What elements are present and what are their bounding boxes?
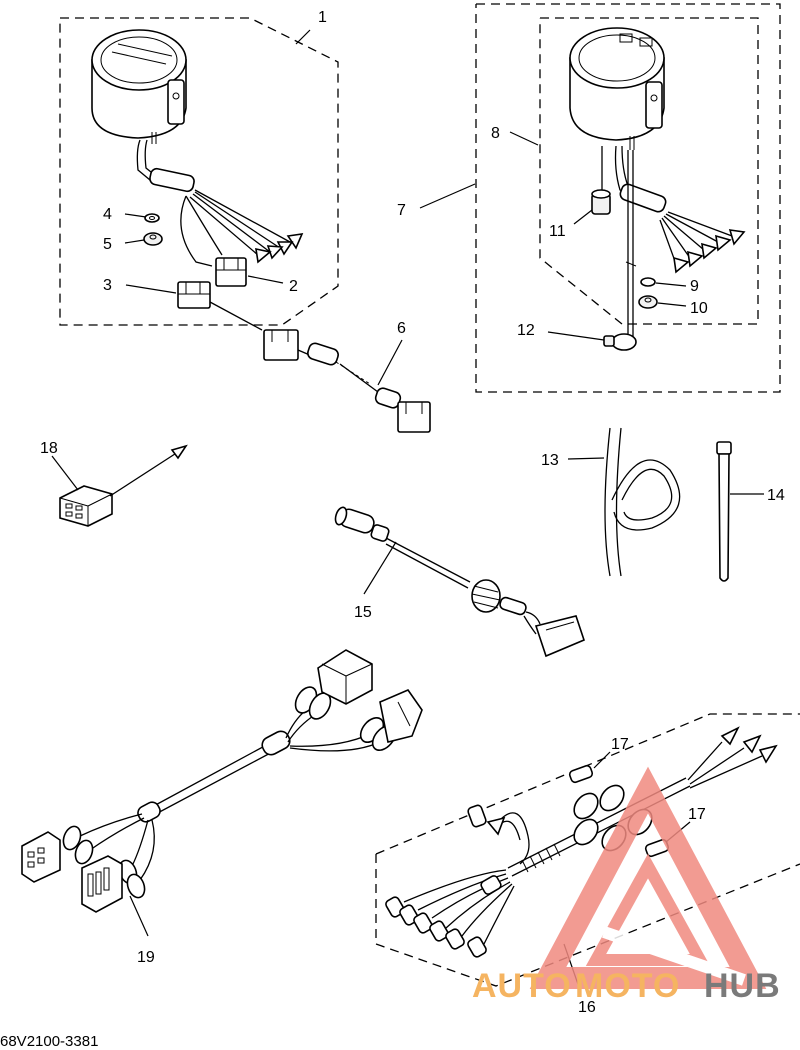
callout-18: 18 bbox=[40, 440, 58, 457]
meter-gauge-part-8 bbox=[569, 27, 665, 150]
callout-8: 8 bbox=[491, 125, 500, 142]
cap-part-11 bbox=[591, 189, 611, 215]
callout-4: 4 bbox=[103, 206, 112, 223]
drawing-code: 68V2100-3381 bbox=[0, 1033, 98, 1050]
cable-tie-part-14 bbox=[716, 441, 764, 582]
callout-2: 2 bbox=[289, 278, 298, 295]
callout-9: 9 bbox=[690, 278, 699, 295]
callout-11: 11 bbox=[549, 223, 566, 240]
callout-15: 15 bbox=[354, 604, 372, 621]
fuse-part-17-top bbox=[568, 764, 594, 784]
connector-19-left bbox=[21, 825, 94, 883]
callout-6: 6 bbox=[397, 320, 406, 337]
callout-7: 7 bbox=[397, 202, 406, 219]
washer-part-9 bbox=[640, 277, 656, 287]
harness-part-6 bbox=[209, 301, 431, 433]
nut-part-5 bbox=[143, 232, 163, 246]
callout-3: 3 bbox=[103, 277, 112, 294]
callout-16: 16 bbox=[578, 999, 596, 1016]
connector-part-18 bbox=[51, 444, 188, 527]
watermark-moto: MOTO bbox=[575, 967, 680, 1005]
nut-part-10 bbox=[638, 295, 658, 309]
watermark-hub: HUB bbox=[704, 967, 781, 1005]
connector-part-2 bbox=[215, 257, 247, 287]
watermark-logo bbox=[529, 766, 767, 989]
group-7-meter-assembly bbox=[419, 3, 781, 393]
callout-10: 10 bbox=[690, 300, 708, 317]
connector-19-top bbox=[294, 649, 373, 720]
callout-17-top: 17 bbox=[611, 736, 629, 753]
harness-part-15 bbox=[334, 506, 585, 658]
callout-1: 1 bbox=[318, 9, 327, 26]
harness-part-19 bbox=[21, 649, 423, 937]
group-16-harness bbox=[375, 713, 800, 991]
callout-5: 5 bbox=[103, 236, 112, 253]
clamp-part-12 bbox=[603, 333, 637, 351]
group-1-meter-assembly bbox=[59, 17, 339, 326]
connector-19-right bbox=[359, 689, 423, 751]
callout-13: 13 bbox=[541, 452, 559, 469]
callout-19: 19 bbox=[137, 949, 155, 966]
watermark-auto: AUTO bbox=[472, 967, 572, 1005]
meter-gauge-part-1 bbox=[91, 29, 187, 144]
callout-17-right: 17 bbox=[688, 806, 706, 823]
connector-part-3 bbox=[177, 281, 211, 309]
connector-19-bottom bbox=[81, 855, 146, 913]
washer-part-4 bbox=[144, 213, 160, 223]
callout-12: 12 bbox=[517, 322, 535, 339]
callout-14: 14 bbox=[767, 487, 785, 504]
tube-part-13 bbox=[567, 427, 681, 577]
